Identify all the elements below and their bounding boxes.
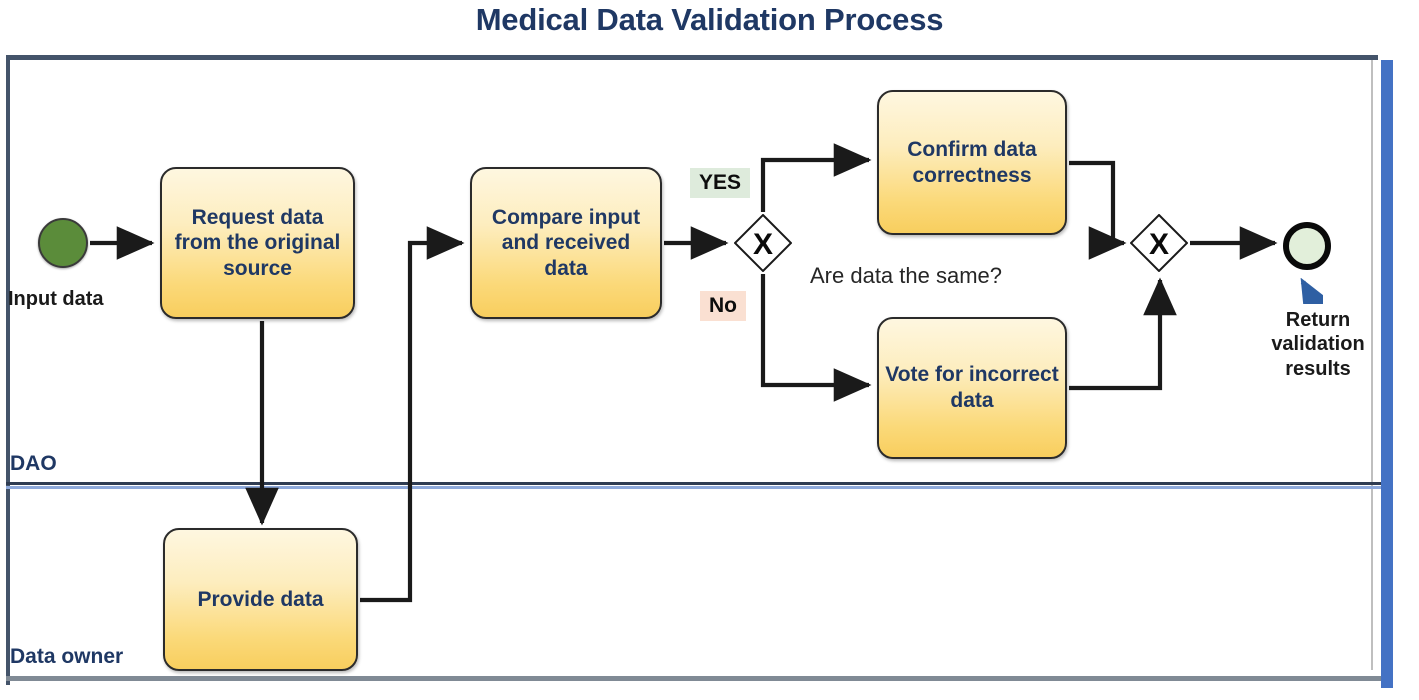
gateway-x-icon: X bbox=[1149, 228, 1169, 261]
lane-divider-bottom bbox=[6, 676, 1381, 681]
task-vote-incorrect-label: Vote for incorrect data bbox=[885, 363, 1059, 412]
lane-label-data-owner: Data owner bbox=[10, 645, 124, 668]
pool-right-inner-line bbox=[1371, 60, 1373, 670]
condition-label-yes: YES bbox=[690, 168, 751, 198]
task-request-data[interactable]: Request data from the original source bbox=[160, 167, 355, 319]
flow-vote-to-merge bbox=[1069, 277, 1177, 391]
task-provide-data[interactable]: Provide data bbox=[163, 528, 358, 671]
page-title: Medical Data Validation Process bbox=[475, 2, 944, 37]
task-request-data-label: Request data from the original source bbox=[174, 205, 341, 280]
pool-left-border bbox=[6, 55, 10, 685]
annotation-arrow-icon bbox=[1300, 278, 1323, 304]
task-confirm-correctness-label: Confirm data correctness bbox=[907, 137, 1037, 187]
gateway-question-label: Are data the same? bbox=[810, 263, 1003, 288]
end-event-label: Return validation results bbox=[1271, 309, 1365, 380]
task-confirm-correctness[interactable]: Confirm data correctness bbox=[877, 90, 1067, 235]
pool-top-border bbox=[6, 55, 1378, 60]
condition-label-no: No bbox=[700, 291, 746, 321]
task-compare-data[interactable]: Compare input and received data bbox=[470, 167, 662, 319]
end-event-icon[interactable] bbox=[1283, 222, 1331, 270]
flow-provide-to-compare bbox=[360, 226, 465, 603]
flow-decision-to-vote bbox=[760, 274, 872, 402]
flow-confirm-to-merge bbox=[1069, 160, 1127, 260]
gateway-x-icon: X bbox=[753, 228, 773, 261]
exclusive-gateway-merge[interactable]: X bbox=[1130, 214, 1188, 272]
lane-divider-dao bbox=[6, 482, 1381, 485]
lane-label-dao: DAO bbox=[10, 452, 57, 475]
pool-right-border bbox=[1381, 60, 1393, 688]
flow-decision-to-confirm bbox=[760, 143, 872, 212]
start-event-label: Input data bbox=[8, 288, 104, 310]
start-event-icon[interactable] bbox=[38, 218, 88, 268]
lane-divider-dao-accent bbox=[6, 486, 1381, 489]
task-compare-data-label: Compare input and received data bbox=[491, 205, 641, 280]
exclusive-gateway-decision[interactable]: X bbox=[734, 214, 792, 272]
task-vote-incorrect[interactable]: Vote for incorrect data bbox=[877, 317, 1067, 459]
task-provide-data-label: Provide data bbox=[197, 587, 324, 611]
